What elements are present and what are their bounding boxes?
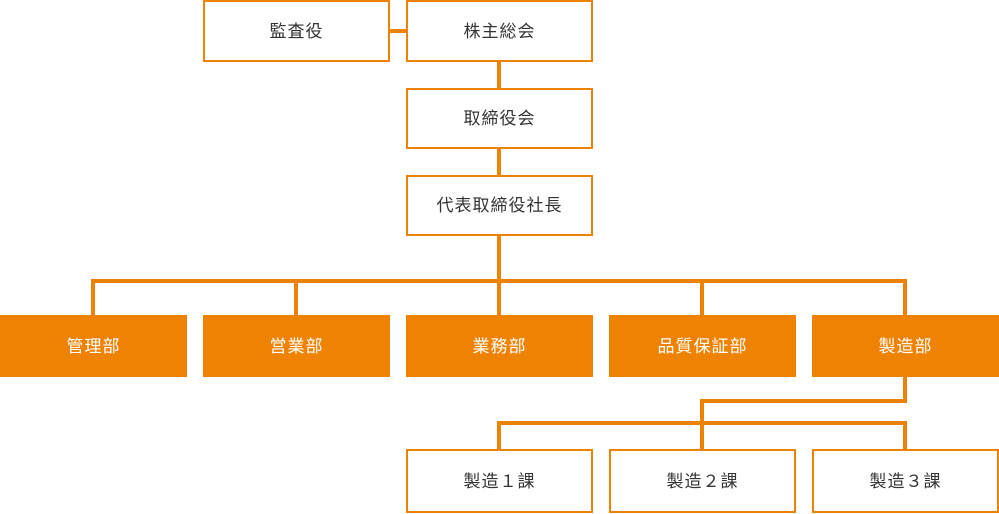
org-node-manufacturing-sec3: 製造３課 <box>812 449 999 513</box>
connector-drop-sales <box>294 279 298 315</box>
org-node-quality-assurance-dept: 品質保証部 <box>609 315 796 377</box>
connector-manufacturing-stem <box>903 377 907 403</box>
org-node-board-of-directors: 取締役会 <box>406 88 593 149</box>
org-node-label: 株主総会 <box>463 21 536 41</box>
org-node-president: 代表取締役社長 <box>406 175 593 236</box>
connector-drop-qa <box>700 279 704 315</box>
org-node-label: 製造２課 <box>666 471 739 491</box>
org-node-label: 製造３課 <box>869 471 942 491</box>
org-node-manufacturing-sec2: 製造２課 <box>609 449 796 513</box>
connector-drop-sec3 <box>903 421 907 449</box>
connector-drop-manufacturing <box>903 279 907 315</box>
connector-auditor-shareholders <box>390 29 406 33</box>
connector-elbow-upper <box>700 399 907 403</box>
org-node-operations-dept: 業務部 <box>406 315 593 377</box>
org-node-label: 営業部 <box>269 336 324 356</box>
connector-shareholders-board <box>497 62 501 88</box>
connector-president-stem <box>497 236 501 315</box>
connector-board-president <box>497 149 501 175</box>
org-node-label: 代表取締役社長 <box>436 196 563 215</box>
connector-dept-bus <box>91 279 907 283</box>
connector-drop-admin <box>91 279 95 315</box>
org-node-sales-dept: 営業部 <box>203 315 390 377</box>
org-node-label: 品質保証部 <box>657 336 748 356</box>
org-node-manufacturing-sec1: 製造１課 <box>406 449 593 513</box>
org-node-label: 監査役 <box>269 21 324 41</box>
org-node-shareholders-meeting: 株主総会 <box>406 0 593 62</box>
org-node-manufacturing-dept: 製造部 <box>812 315 999 377</box>
org-node-label: 取締役会 <box>463 109 536 128</box>
org-node-label: 製造１課 <box>463 471 536 491</box>
org-node-admin-dept: 管理部 <box>0 315 187 377</box>
org-node-auditor: 監査役 <box>203 0 390 62</box>
org-node-label: 管理部 <box>66 336 121 356</box>
org-node-label: 業務部 <box>472 336 527 356</box>
connector-section-bus <box>497 421 907 425</box>
connector-drop-sec1 <box>497 421 501 449</box>
org-node-label: 製造部 <box>878 336 933 356</box>
